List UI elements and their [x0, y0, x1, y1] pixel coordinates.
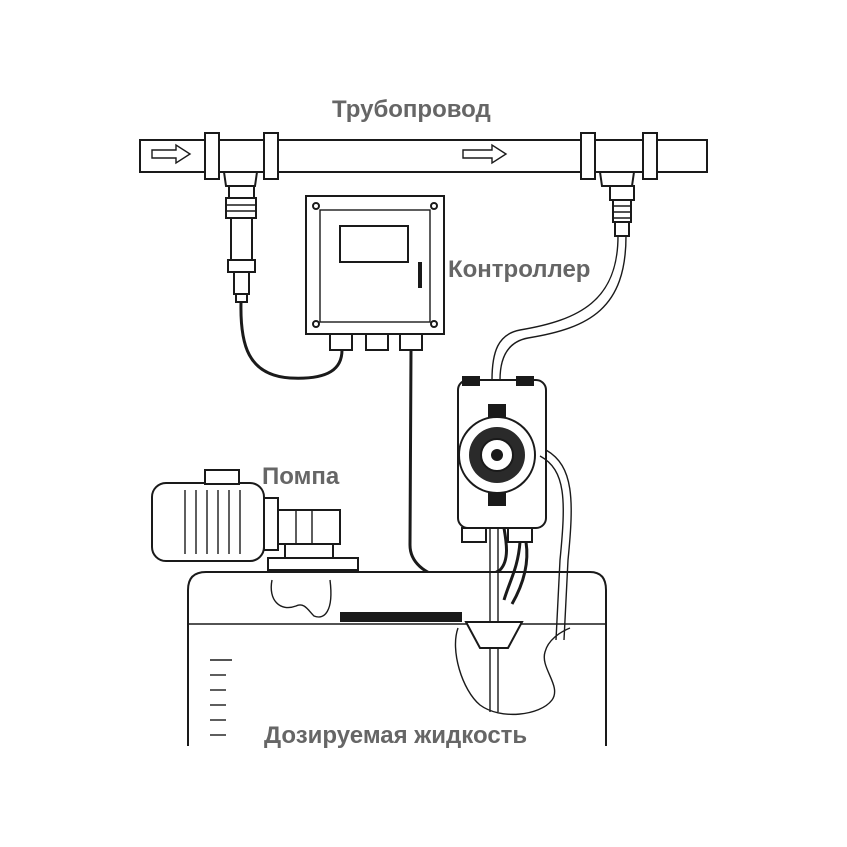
pipe-flange-left-1 [204, 132, 220, 180]
label-dosed-liquid: Дозируемая жидкость [264, 722, 528, 749]
pipe-flange-right-1 [580, 132, 596, 180]
pipe-flange-right-2 [642, 132, 658, 180]
discharge-tube [491, 235, 627, 381]
arrow-right-icon [462, 143, 508, 165]
controller [305, 195, 445, 351]
sensor-cable [239, 301, 344, 380]
pump-cable [502, 541, 522, 601]
label-pipeline: Трубопровод [332, 96, 491, 123]
motor-terminal-box [204, 469, 240, 485]
pipeline [139, 132, 708, 187]
return-tube [539, 449, 572, 641]
label-pump: Помпа [262, 463, 340, 490]
cable-gland [365, 333, 389, 351]
pump-cable [510, 541, 529, 605]
controller-display [339, 225, 409, 263]
tank [187, 571, 607, 746]
sensor-probe [225, 185, 257, 303]
label-controller: Контроллер [448, 256, 591, 283]
cable-gland [399, 333, 423, 351]
dosing-pump [457, 376, 547, 543]
tank-lid [340, 612, 462, 622]
injection-valve [609, 185, 635, 237]
controller-handle [418, 262, 422, 288]
suction-tube [464, 528, 524, 712]
arrow-right-icon [151, 143, 192, 165]
cable-gland [329, 333, 353, 351]
pipe-flange-left-2 [263, 132, 279, 180]
motor-pump [151, 469, 359, 571]
